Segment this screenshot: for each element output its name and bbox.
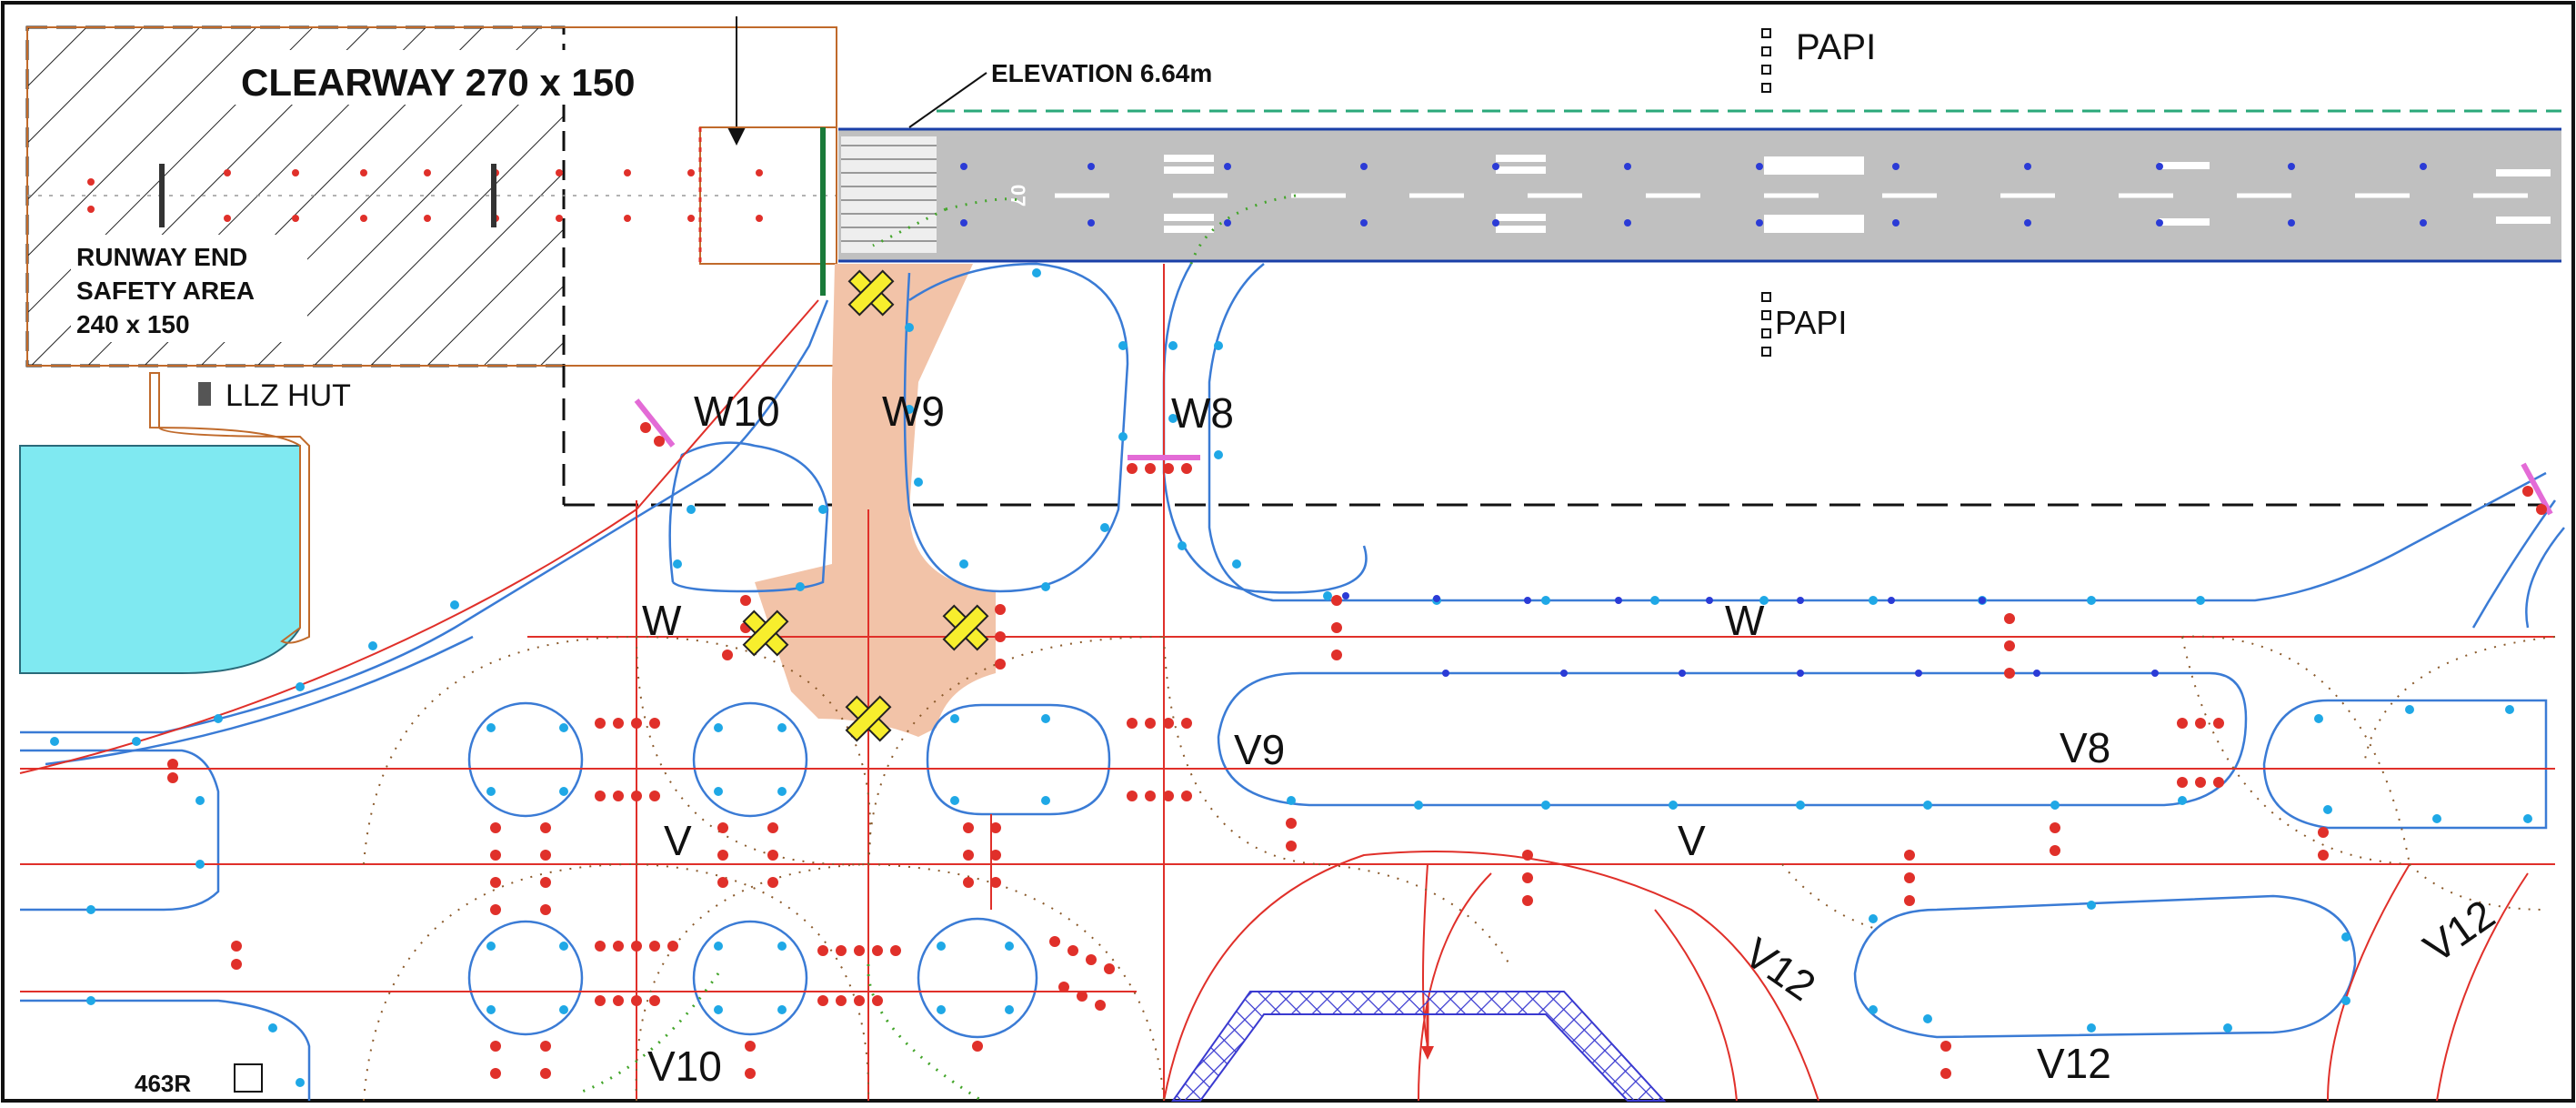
runway-lights <box>960 163 2427 227</box>
resa-label-bg <box>71 235 307 342</box>
marker-group <box>742 269 989 742</box>
arrow-head <box>727 127 746 146</box>
bottom-left-box <box>234 1063 263 1093</box>
clearway-label-bg <box>235 50 698 105</box>
runway-designator: 07 <box>1007 185 1029 206</box>
marker-x[interactable] <box>942 604 989 651</box>
highlighted-apron <box>755 264 996 737</box>
centerline-arrow <box>1421 1046 1434 1060</box>
papi-label-top: PAPI <box>1796 27 1876 67</box>
threshold-markings <box>841 136 937 253</box>
papi-label-bottom: PAPI <box>1775 304 1847 341</box>
w-taxi-lights <box>1342 592 2159 677</box>
taxiway-label-w9: W9 <box>882 388 945 435</box>
taxiway-label-w-left: W <box>642 597 682 644</box>
taxiway-label-v-left: V <box>664 817 692 864</box>
edge-lights <box>50 268 2532 1087</box>
llz-hut-icon <box>198 382 211 406</box>
llz-access-path <box>149 372 310 644</box>
llz-hut-label: LLZ HUT <box>226 378 351 413</box>
marker-x[interactable] <box>845 695 892 742</box>
resa-label-line3: 240 x 150 <box>76 310 190 338</box>
taxiway-label-v12-bottom: V12 <box>2037 1040 2111 1087</box>
water-body <box>19 445 301 674</box>
taxiway-label-w10: W10 <box>694 388 780 435</box>
hatched-structure <box>1171 991 1667 1102</box>
taxiway-label-w-right: W <box>1725 597 1765 644</box>
approach-lights <box>27 126 837 296</box>
marker-x[interactable] <box>847 269 895 317</box>
elevation-leader <box>908 72 987 128</box>
curved-guidance-lines <box>363 635 2556 1102</box>
taxiway-label-v8: V8 <box>2060 724 2110 771</box>
resa-label-line1: RUNWAY END <box>76 243 247 271</box>
papi-units-bottom <box>1761 292 1771 357</box>
taxiway-label-v9: V9 <box>1234 726 1285 773</box>
taxiway-edges <box>20 262 2565 1101</box>
papi-units-top <box>1761 28 1771 93</box>
taxiway-label-v-right: V <box>1678 817 1706 864</box>
taxiway-label-v10: V10 <box>647 1043 722 1090</box>
resa-label-line2: SAFETY AREA <box>76 277 255 305</box>
elevation-label: ELEVATION 6.64m <box>991 59 1212 87</box>
stop-bars <box>167 398 2553 1079</box>
bottom-left-tag: 463R <box>135 1070 191 1097</box>
marker-x[interactable] <box>742 609 789 657</box>
green-lead-in-lines <box>581 194 1297 1103</box>
clearway-label: CLEARWAY 270 x 150 <box>241 61 635 104</box>
taxiway-label-w8: W8 <box>1171 389 1234 437</box>
touchdown-markings <box>1164 155 2551 233</box>
